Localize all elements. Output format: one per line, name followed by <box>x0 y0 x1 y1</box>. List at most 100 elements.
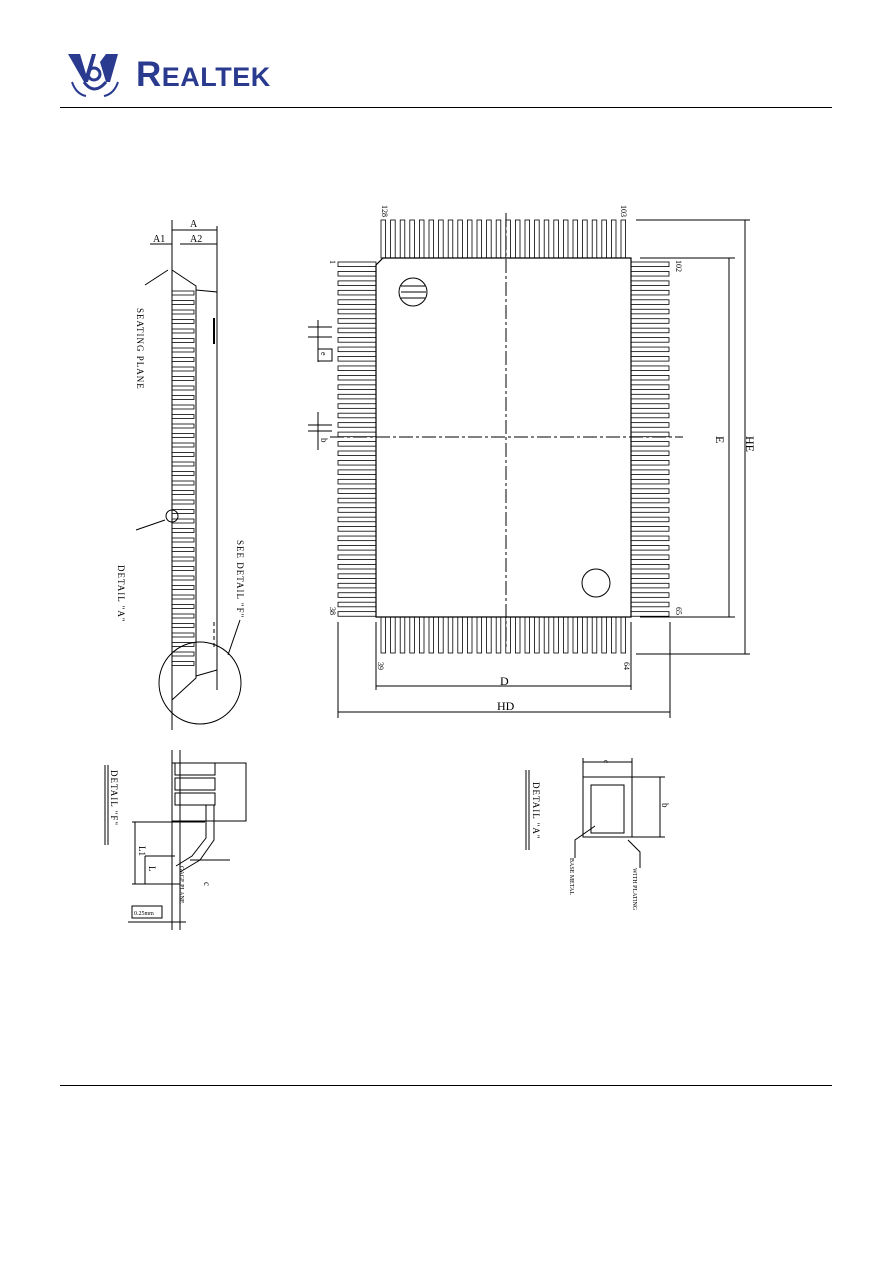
bottom-lead <box>601 616 607 654</box>
dim-025-label: 0.25mm <box>134 911 154 917</box>
top-lead <box>399 219 406 259</box>
left-lead <box>337 601 377 608</box>
detail-f <box>104 750 247 930</box>
right-lead <box>630 497 670 504</box>
right-lead <box>630 308 670 315</box>
left-lead <box>337 526 377 532</box>
right-lead <box>630 545 670 551</box>
left-lead <box>337 365 377 371</box>
top-lead <box>466 219 473 259</box>
bottom-lead <box>466 616 473 654</box>
right-lead <box>630 412 670 419</box>
bottom-lead <box>428 616 434 654</box>
see-detail-f-label: SEE DETAIL "F" <box>235 540 245 618</box>
dim-D-label: D <box>500 674 509 688</box>
pin-65-label: 65 <box>674 607 683 615</box>
side-lead <box>171 613 195 619</box>
right-lead <box>630 356 670 362</box>
right-lead <box>630 289 670 296</box>
side-lead <box>171 423 195 429</box>
company-name-initial: R <box>136 55 162 94</box>
top-lead <box>543 219 550 259</box>
left-lead <box>337 564 377 570</box>
side-lead <box>171 623 195 628</box>
detail-a <box>525 758 665 868</box>
left-lead <box>337 516 377 523</box>
right-lead <box>630 393 670 400</box>
left-lead <box>337 592 377 598</box>
detail-a-title: DETAIL "A" <box>531 782 541 840</box>
side-lead <box>171 585 195 590</box>
top-lead <box>495 219 502 259</box>
right-lead <box>630 422 670 428</box>
detail-a-b-label: b <box>660 803 670 808</box>
top-lead <box>582 219 588 259</box>
right-lead <box>630 573 670 579</box>
left-lead <box>337 299 377 305</box>
top-lead <box>524 219 530 259</box>
bottom-lead <box>620 616 626 654</box>
side-lead <box>171 528 195 533</box>
left-lead <box>337 545 377 551</box>
right-lead <box>630 280 670 286</box>
side-lead <box>171 642 195 647</box>
side-lead <box>171 575 195 581</box>
side-view-leads <box>171 290 195 666</box>
top-lead <box>563 219 569 259</box>
left-lead <box>337 488 377 494</box>
right-lead <box>630 365 670 371</box>
dim-HD-label: HD <box>497 699 515 713</box>
top-lead <box>515 219 521 259</box>
bottom-lead <box>418 616 425 654</box>
left-lead <box>337 507 377 513</box>
left-lead <box>337 441 377 447</box>
top-lead <box>572 219 578 259</box>
side-view <box>135 220 242 730</box>
detail-a-c-label: c <box>602 760 610 763</box>
pin-102-label: 102 <box>674 260 683 272</box>
top-lead <box>486 219 492 259</box>
right-lead <box>630 441 670 447</box>
bottom-pins <box>380 616 626 654</box>
realtek-logo-icon <box>68 54 119 97</box>
right-lead <box>630 299 670 305</box>
seating-plane-label: SEATING PLANE <box>135 308 145 390</box>
bottom-lead <box>380 616 386 654</box>
side-lead <box>171 404 195 410</box>
side-lead <box>171 499 195 505</box>
detail-f-title: DETAIL "F" <box>109 770 119 826</box>
left-lead <box>337 271 377 277</box>
side-lead <box>171 452 195 457</box>
side-lead <box>171 471 195 476</box>
right-lead <box>630 403 670 409</box>
top-lead <box>601 219 607 259</box>
left-lead <box>337 393 377 400</box>
dim-HE-label: HE <box>743 436 757 452</box>
side-lead <box>171 547 195 552</box>
bottom-lead <box>515 616 521 654</box>
bottom-lead <box>582 616 588 654</box>
left-lead <box>337 478 377 485</box>
left-lead <box>337 384 377 390</box>
side-lead <box>171 594 195 600</box>
right-lead <box>630 450 670 456</box>
bottom-lead <box>524 616 530 654</box>
side-lead <box>171 366 195 372</box>
top-view <box>308 213 750 718</box>
side-lead <box>171 309 195 315</box>
left-pins <box>337 261 377 617</box>
right-lead <box>630 535 670 542</box>
bottom-lead <box>553 616 559 654</box>
detail-a-circle <box>165 509 179 523</box>
side-lead <box>171 661 195 666</box>
side-lead <box>171 518 195 524</box>
left-lead <box>337 460 377 466</box>
side-lead <box>171 632 195 638</box>
right-lead <box>630 564 670 570</box>
left-lead <box>337 582 377 589</box>
right-lead <box>630 469 670 475</box>
left-lead <box>337 337 377 343</box>
side-lead <box>171 490 195 495</box>
left-lead <box>337 374 377 381</box>
right-lead <box>630 384 670 390</box>
